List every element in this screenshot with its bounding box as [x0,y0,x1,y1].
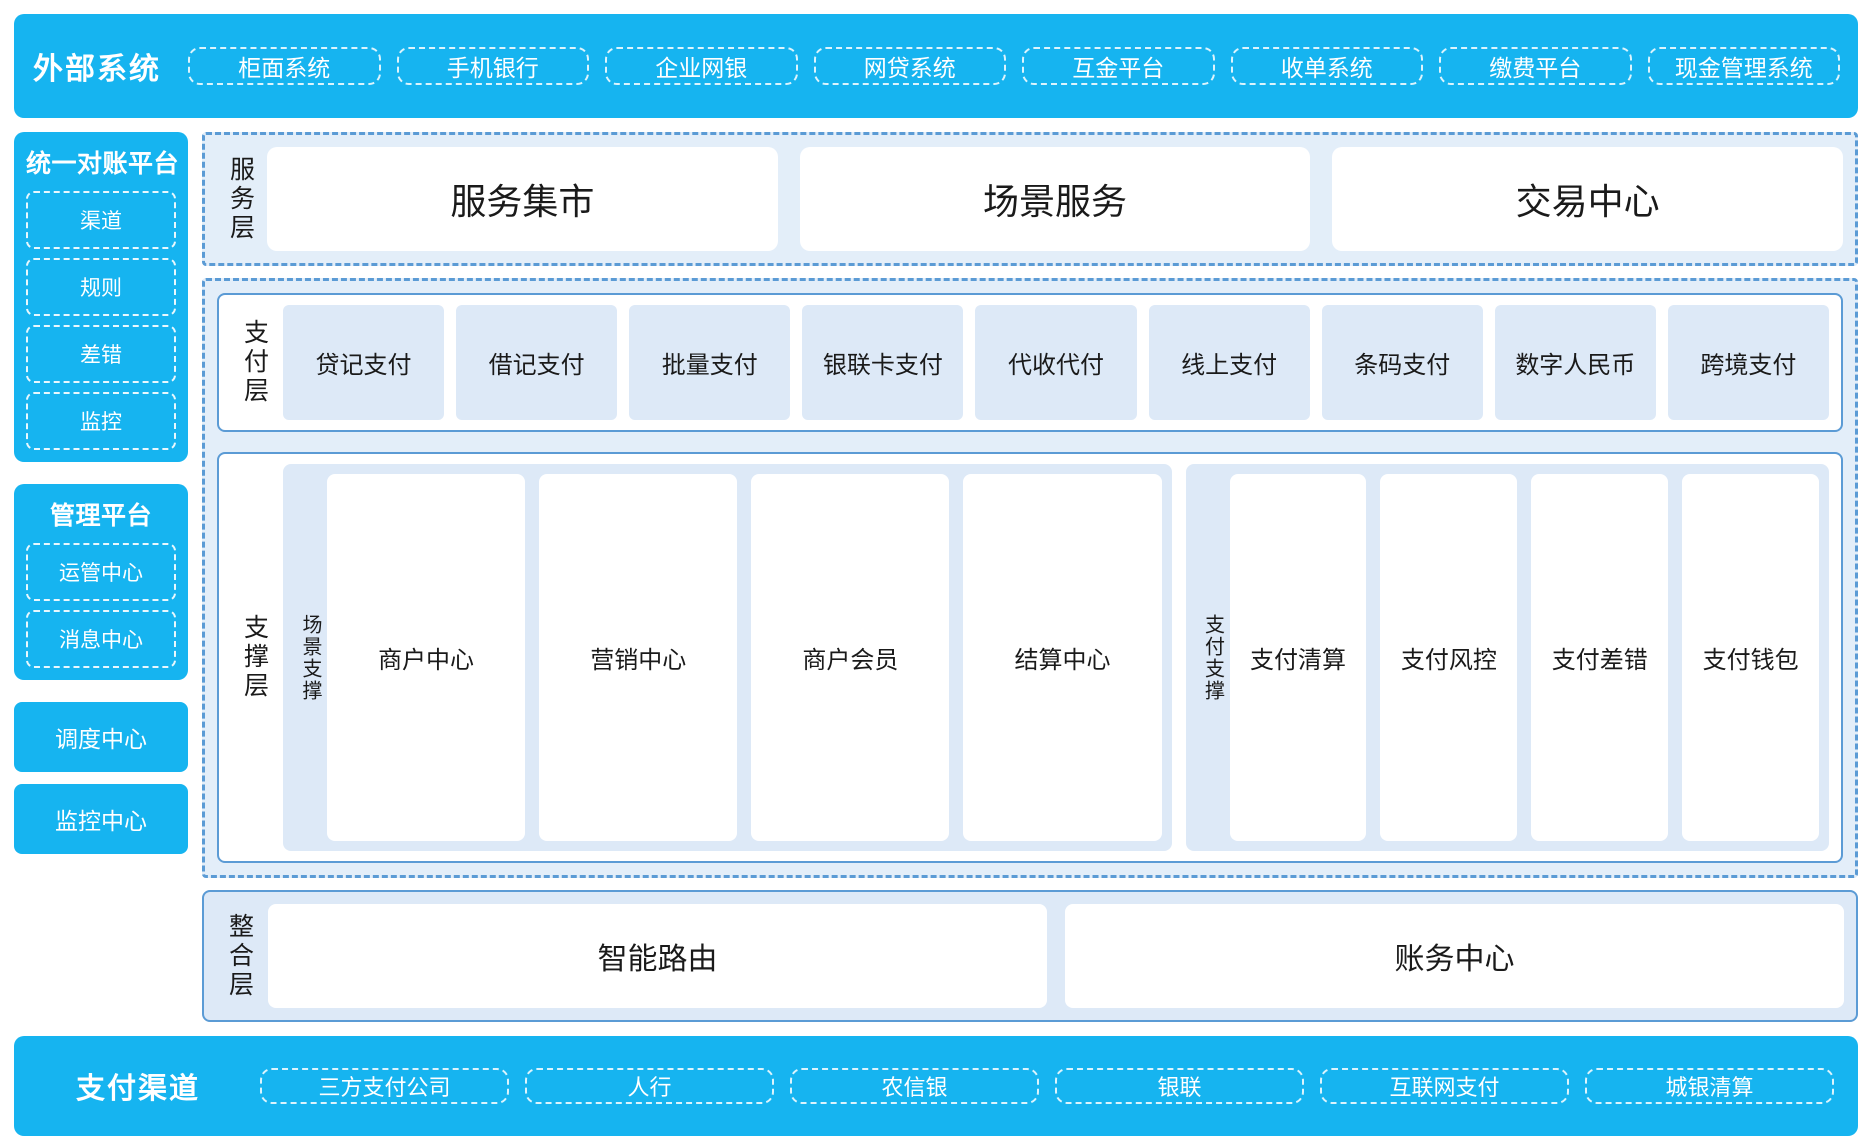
external-systems-bar: 外部系统 柜面系统 手机银行 企业网银 网贷系统 互金平台 收单系统 缴费平台 … [14,14,1858,118]
sidebar-item-channel[interactable]: 渠道 [26,191,176,249]
payment-channels-list: 三方支付公司 人行 农信银 银联 互联网支付 城银清算 [238,1054,1834,1118]
scene-support-label: 场景支撑 [299,613,321,702]
support-card-merchant-member[interactable]: 商户会员 [751,474,950,841]
support-card-payment-risk[interactable]: 支付风控 [1380,474,1518,841]
sidebar-item-dispatch-center[interactable]: 调度中心 [14,702,188,772]
external-system-chip-mobile-bank[interactable]: 手机银行 [396,47,589,85]
payment-support-label: 支付支撑 [1201,613,1224,702]
integration-card-accounting-center[interactable]: 账务中心 [1065,904,1844,1008]
payment-layer-panel: 支付层 贷记支付 借记支付 批量支付 银联卡支付 代收代付 线上支付 条码支付 … [217,293,1843,432]
service-card-transaction-center[interactable]: 交易中心 [1332,147,1844,251]
sidebar-card-management-title: 管理平台 [49,502,152,530]
sidebar: 统一对账平台 渠道 规则 差错 监控 管理平台 运管中心 消息中心 调度中心 监… [14,132,188,1022]
service-layer-items: 服务集市 场景服务 交易中心 [267,147,1844,251]
payment-support-group: 支付支撑 支付清算 支付风控 支付差错 支付钱包 [1185,464,1829,851]
scene-support-items: 商户中心 营销中心 商户会员 结算中心 [327,474,1162,841]
support-card-payment-error[interactable]: 支付差错 [1531,474,1669,841]
sidebar-item-rule[interactable]: 规则 [26,258,176,316]
support-card-payment-wallet[interactable]: 支付钱包 [1682,474,1820,841]
payment-channels-bar: 支付渠道 三方支付公司 人行 农信银 银联 互联网支付 城银清算 [14,1036,1858,1136]
scene-support-group: 场景支撑 商户中心 营销中心 商户会员 结算中心 [283,464,1172,851]
sidebar-card-management: 管理平台 运管中心 消息中心 [14,484,188,680]
sidebar-item-monitor[interactable]: 监控 [26,392,176,450]
payment-layer-label: 支付层 [240,319,269,406]
core-layers-group: 支付层 贷记支付 借记支付 批量支付 银联卡支付 代收代付 线上支付 条码支付 … [202,278,1858,878]
external-systems-list: 柜面系统 手机银行 企业网银 网贷系统 互金平台 收单系统 缴费平台 现金管理系… [162,33,1840,99]
service-layer-group: 服务层 服务集市 场景服务 交易中心 [202,132,1858,266]
payment-layer-items: 贷记支付 借记支付 批量支付 银联卡支付 代收代付 线上支付 条码支付 数字人民… [277,305,1829,420]
sidebar-item-message-center[interactable]: 消息中心 [26,610,176,668]
support-card-settlement-center[interactable]: 结算中心 [963,474,1162,841]
support-layer-label: 支撑层 [240,614,269,701]
payment-item-collection-payment[interactable]: 代收代付 [975,305,1137,420]
service-layer-label: 服务层 [226,155,255,243]
payment-channel-chip-third-party[interactable]: 三方支付公司 [260,1068,509,1104]
payment-channel-chip-rcc[interactable]: 农信银 [790,1068,1039,1104]
payment-channels-title: 支付渠道 [75,1073,200,1105]
external-system-chip-acquiring[interactable]: 收单系统 [1230,47,1423,85]
sidebar-item-monitor-center[interactable]: 监控中心 [14,784,188,854]
support-card-merchant-center[interactable]: 商户中心 [327,474,526,841]
sidebar-item-operations-center[interactable]: 运管中心 [26,543,176,601]
payment-item-barcode[interactable]: 条码支付 [1321,305,1483,420]
payment-channel-chip-unionpay[interactable]: 银联 [1055,1068,1304,1104]
external-system-chip-billpay[interactable]: 缴费平台 [1439,47,1632,85]
payment-item-online[interactable]: 线上支付 [1148,305,1310,420]
service-card-marketplace[interactable]: 服务集市 [267,147,778,251]
external-system-chip-corporate-bank[interactable]: 企业网银 [605,47,798,85]
middle-region: 统一对账平台 渠道 规则 差错 监控 管理平台 运管中心 消息中心 调度中心 监… [14,132,1858,1022]
integration-layer-items: 智能路由 账务中心 [262,904,1844,1008]
support-card-payment-clearing[interactable]: 支付清算 [1229,474,1367,841]
payment-channel-chip-internet-pay[interactable]: 互联网支付 [1320,1068,1569,1104]
external-system-chip-cash-management[interactable]: 现金管理系统 [1647,47,1840,85]
service-layer-band: 服务层 服务集市 场景服务 交易中心 [217,147,1844,251]
external-system-chip-counter[interactable]: 柜面系统 [188,47,381,85]
payment-support-items: 支付清算 支付风控 支付差错 支付钱包 [1229,474,1820,841]
external-systems-title: 外部系统 [33,53,161,86]
external-system-chip-online-loan[interactable]: 网贷系统 [813,47,1006,85]
service-card-scene-service[interactable]: 场景服务 [799,147,1311,251]
support-layer-panel: 支撑层 场景支撑 商户中心 营销中心 商户会员 结算中心 [217,452,1843,863]
sidebar-item-error[interactable]: 差错 [26,325,176,383]
payment-item-cross-border[interactable]: 跨境支付 [1667,305,1829,420]
payment-item-credit[interactable]: 贷记支付 [283,305,445,420]
payment-channel-chip-pboc[interactable]: 人行 [525,1068,774,1104]
sidebar-card-reconciliation-title: 统一对账平台 [26,150,180,178]
sidebar-card-reconciliation: 统一对账平台 渠道 规则 差错 监控 [14,132,188,462]
integration-layer-label: 整合层 [225,912,254,1000]
payment-item-digital-rmb[interactable]: 数字人民币 [1494,305,1656,420]
payment-channel-chip-city-bank-clearing[interactable]: 城银清算 [1585,1068,1834,1104]
external-system-chip-fintech[interactable]: 互金平台 [1022,47,1215,85]
support-card-marketing-center[interactable]: 营销中心 [539,474,738,841]
payment-item-unionpay-card[interactable]: 银联卡支付 [802,305,964,420]
integration-card-smart-routing[interactable]: 智能路由 [268,904,1047,1008]
content-column: 服务层 服务集市 场景服务 交易中心 支付层 贷记支付 借记支付 批量 [202,132,1858,1022]
payment-item-batch[interactable]: 批量支付 [629,305,791,420]
integration-layer-panel: 整合层 智能路由 账务中心 [202,890,1858,1022]
payment-item-debit[interactable]: 借记支付 [456,305,618,420]
support-layer-groups: 场景支撑 商户中心 营销中心 商户会员 结算中心 支付支撑 支付清算 [277,464,1829,851]
